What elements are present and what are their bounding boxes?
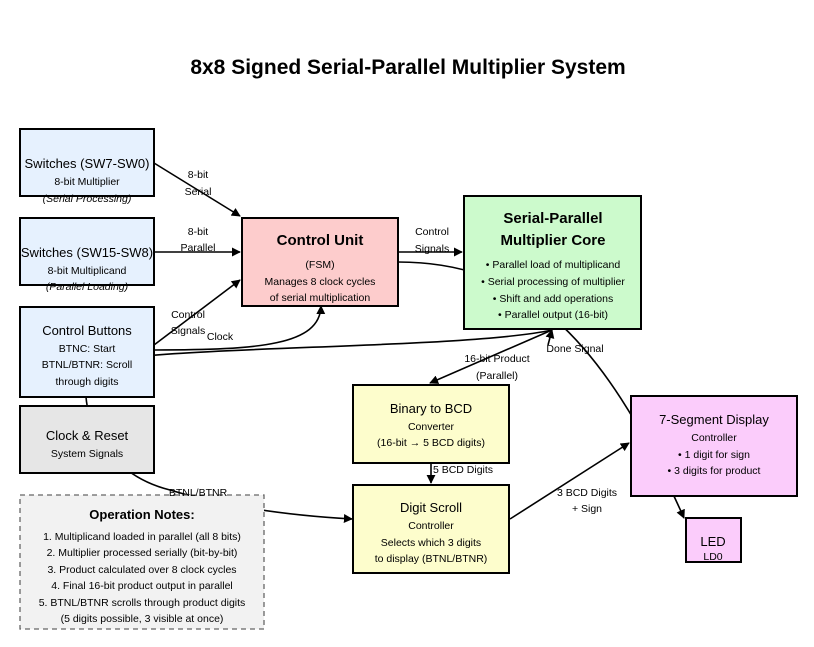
node-digit-scroll-line3: to display (BTNL/BTNR): [375, 553, 488, 565]
node-binary-to-bcd-title: Binary to BCD: [390, 401, 472, 416]
node-control-buttons-box: [19, 306, 155, 398]
node-digit-scroll-line2: Selects which 3 digits: [381, 537, 481, 549]
node-switches-low-line2: (Serial Processing): [43, 193, 132, 205]
edge-product: [429, 329, 553, 384]
edge-serial: [153, 162, 241, 217]
node-binary-to-bcd-box: [352, 384, 510, 464]
edge-label-done: Done Signal: [546, 343, 603, 355]
edge-label-product-b: (Parallel): [476, 370, 518, 382]
edge-label-product-a: 16-bit Product: [464, 353, 529, 365]
node-seven-segment-line1: Controller: [691, 432, 737, 444]
node-switches-high: Switches (SW15-SW8) 8-bit Multiplicand (…: [19, 217, 155, 293]
node-multiplier-core-bullet: • Shift and add operations: [493, 293, 613, 305]
node-digit-scroll-line1: Controller: [408, 520, 454, 532]
operation-notes: Operation Notes: 1. Multiplicand loaded …: [19, 494, 265, 630]
node-seven-segment: 7-Segment Display Controller • 1 digit f…: [630, 395, 798, 497]
node-switches-high-line2: (Parallel Loading): [46, 281, 128, 293]
node-multiplier-core-title2: Multiplier Core: [500, 232, 605, 249]
edge-label-digits-sign-a: 3 BCD Digits: [557, 487, 617, 499]
operation-notes-title: Operation Notes:: [89, 507, 194, 522]
node-clock-reset-line1: System Signals: [51, 448, 123, 460]
diagram-title: 8x8 Signed Serial-Parallel Multiplier Sy…: [190, 56, 625, 79]
node-switches-high-line1: 8-bit Multiplicand: [48, 265, 127, 277]
node-control-buttons-line1: BTNC: Start: [59, 343, 116, 355]
edge-control-signals: [153, 279, 241, 346]
edge-digits-sign: [509, 442, 630, 520]
edge-label-digits-sign-b: + Sign: [572, 503, 602, 515]
operation-note-item: 2. Multiplier processed serially (bit-by…: [47, 547, 238, 559]
node-led-title: LED: [700, 534, 725, 549]
edge-clock: [153, 305, 326, 351]
node-control-buttons-line3: through digits: [55, 376, 118, 388]
node-control-unit-line2: Manages 8 clock cycles: [265, 276, 376, 288]
edge-label-control-b: Signals: [171, 325, 205, 337]
operation-note-item: 5. BTNL/BTNR scrolls through product dig…: [39, 597, 246, 609]
node-multiplier-core: Serial-Parallel Multiplier Core • Parall…: [463, 195, 642, 330]
edge-label-control-core-a: Control: [415, 226, 449, 238]
node-digit-scroll-box: [352, 484, 510, 574]
node-switches-low: Switches (SW7-SW0) 8-bit Multiplier (Ser…: [19, 128, 155, 205]
node-control-buttons-line2: BTNL/BTNR: Scroll: [42, 359, 132, 371]
node-switches-low-line1: 8-bit Multiplier: [54, 176, 120, 188]
node-multiplier-core-box: [463, 195, 642, 330]
edge-label-control-core-b: Signals: [415, 243, 449, 255]
node-seven-segment-line2: • 1 digit for sign: [678, 449, 750, 461]
edge-label-clock: Clock: [207, 331, 234, 343]
node-digit-scroll-title: Digit Scroll: [400, 500, 462, 515]
node-multiplier-core-title1: Serial-Parallel: [503, 210, 602, 227]
node-led-box: [685, 517, 742, 563]
node-switches-low-title: Switches (SW7-SW0): [25, 156, 150, 171]
operation-note-item: 1. Multiplicand loaded in parallel (all …: [43, 531, 241, 543]
node-seven-segment-title: 7-Segment Display: [659, 412, 769, 427]
node-binary-to-bcd: Binary to BCD Converter (16-bit → 5 BCD …: [352, 384, 510, 464]
edge-label-bcd-digits: 5 BCD Digits: [433, 464, 493, 476]
operation-notes-box: [19, 494, 265, 630]
node-clock-reset: Clock & Reset System Signals: [19, 405, 155, 474]
node-led: LED LD0: [685, 517, 742, 563]
node-switches-high-box: [19, 217, 155, 286]
node-multiplier-core-bullet: • Serial processing of multiplier: [481, 276, 625, 288]
node-led-line1: LD0: [703, 551, 722, 563]
edge-label-parallel-a: 8-bit: [188, 226, 209, 238]
node-switches-low-box: [19, 128, 155, 197]
operation-note-item: 4. Final 16-bit product output in parall…: [51, 580, 233, 592]
edge-labels: 8-bit Serial 8-bit Parallel Control Sign…: [169, 169, 617, 515]
edge-label-serial-b: Serial: [185, 186, 212, 198]
operation-note-item: (5 digits possible, 3 visible at once): [61, 613, 224, 625]
operation-note-item: 3. Product calculated over 8 clock cycle…: [47, 564, 236, 576]
node-control-unit-line1: (FSM): [305, 259, 334, 271]
node-switches-high-title: Switches (SW15-SW8): [21, 245, 153, 260]
node-clock-reset-title: Clock & Reset: [46, 428, 129, 443]
edge-core-up: [545, 329, 555, 346]
node-clock-reset-box: [19, 405, 155, 474]
node-control-unit: Control Unit (FSM) Manages 8 clock cycle…: [241, 217, 399, 307]
node-seven-segment-box: [630, 395, 798, 497]
node-digit-scroll: Digit Scroll Controller Selects which 3 …: [352, 484, 510, 574]
node-control-unit-line3: of serial multiplication: [270, 292, 371, 304]
edge-label-btnlr: BTNL/BTNR: [169, 487, 228, 499]
node-binary-to-bcd-line1: Converter: [408, 421, 455, 433]
edge-label-control-a: Control: [171, 309, 205, 321]
node-binary-to-bcd-line2: (16-bit → 5 BCD digits): [377, 437, 485, 449]
node-seven-segment-line3: • 3 digits for product: [668, 465, 761, 477]
node-multiplier-core-bullet: • Parallel load of multiplicand: [486, 259, 621, 271]
node-control-buttons: Control Buttons BTNC: Start BTNL/BTNR: S…: [19, 306, 155, 398]
node-multiplier-core-bullet: • Parallel output (16-bit): [498, 309, 608, 321]
node-control-unit-title: Control Unit: [277, 232, 364, 249]
edge-label-parallel-b: Parallel: [180, 242, 215, 254]
node-control-unit-box: [241, 217, 399, 307]
edge-label-serial-a: 8-bit: [188, 169, 209, 181]
node-control-buttons-title: Control Buttons: [42, 323, 132, 338]
